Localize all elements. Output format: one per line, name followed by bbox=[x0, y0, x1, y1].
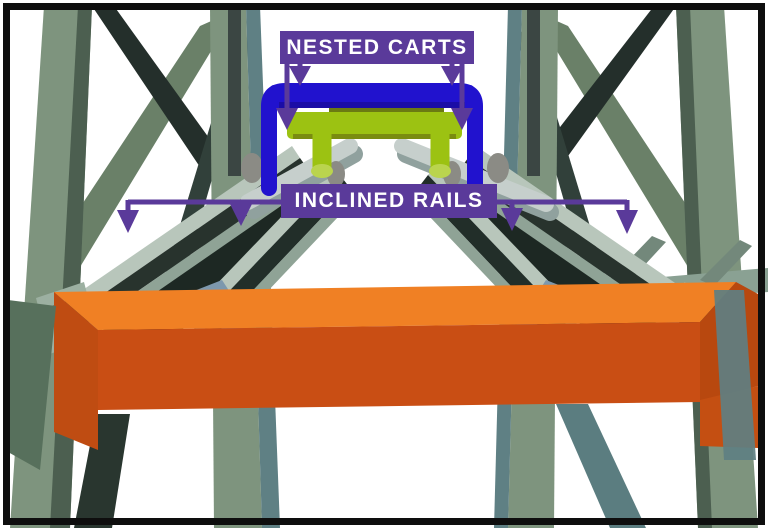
inclined-rails-label: INCLINED RAILS bbox=[281, 184, 497, 218]
beam-left-end bbox=[54, 292, 98, 450]
beam-front-face bbox=[98, 322, 700, 410]
nested-arrow-right-short-head bbox=[441, 66, 463, 86]
nested-arrow-left-short-head bbox=[289, 66, 311, 86]
rails-arrow-mid-left-head bbox=[230, 204, 252, 226]
rails-arrow-far-right-head bbox=[616, 210, 638, 234]
left-brace-upper bbox=[92, 6, 232, 182]
left-thin-dark-post bbox=[228, 6, 241, 176]
beam-top-face bbox=[54, 282, 736, 330]
nested-carts-geometry bbox=[261, 83, 483, 200]
right-bracing-diag-2 bbox=[700, 240, 752, 286]
right-brace-upper bbox=[536, 6, 676, 170]
left-outer-rail-top bbox=[42, 146, 300, 331]
front-post-strip-right bbox=[714, 290, 756, 460]
rails-arrow-mid-right-head bbox=[501, 208, 523, 231]
orange-beam bbox=[8, 282, 758, 470]
green-cart-foot-left bbox=[311, 164, 333, 178]
below-beam-brace-left bbox=[74, 414, 130, 528]
callout-arrows bbox=[117, 64, 638, 234]
front-post-strip-left bbox=[8, 300, 56, 470]
wheel-outer-left bbox=[241, 153, 263, 183]
nested-carts-label: NESTED CARTS bbox=[280, 31, 474, 64]
blue-cart-bar-shadow bbox=[279, 102, 465, 108]
blue-cart-frame bbox=[261, 83, 483, 200]
nested-arrow-right-long-head bbox=[451, 108, 473, 130]
rails-arrow-far-left-head bbox=[117, 210, 139, 233]
below-beam-brace-right bbox=[556, 404, 646, 528]
green-cart-bar-edge bbox=[293, 134, 456, 139]
right-thin-dark-post bbox=[527, 6, 540, 176]
nested-arrow-left-long-head bbox=[276, 108, 298, 130]
green-cart-foot-right bbox=[429, 164, 451, 178]
wheel-outer-right bbox=[487, 153, 509, 183]
